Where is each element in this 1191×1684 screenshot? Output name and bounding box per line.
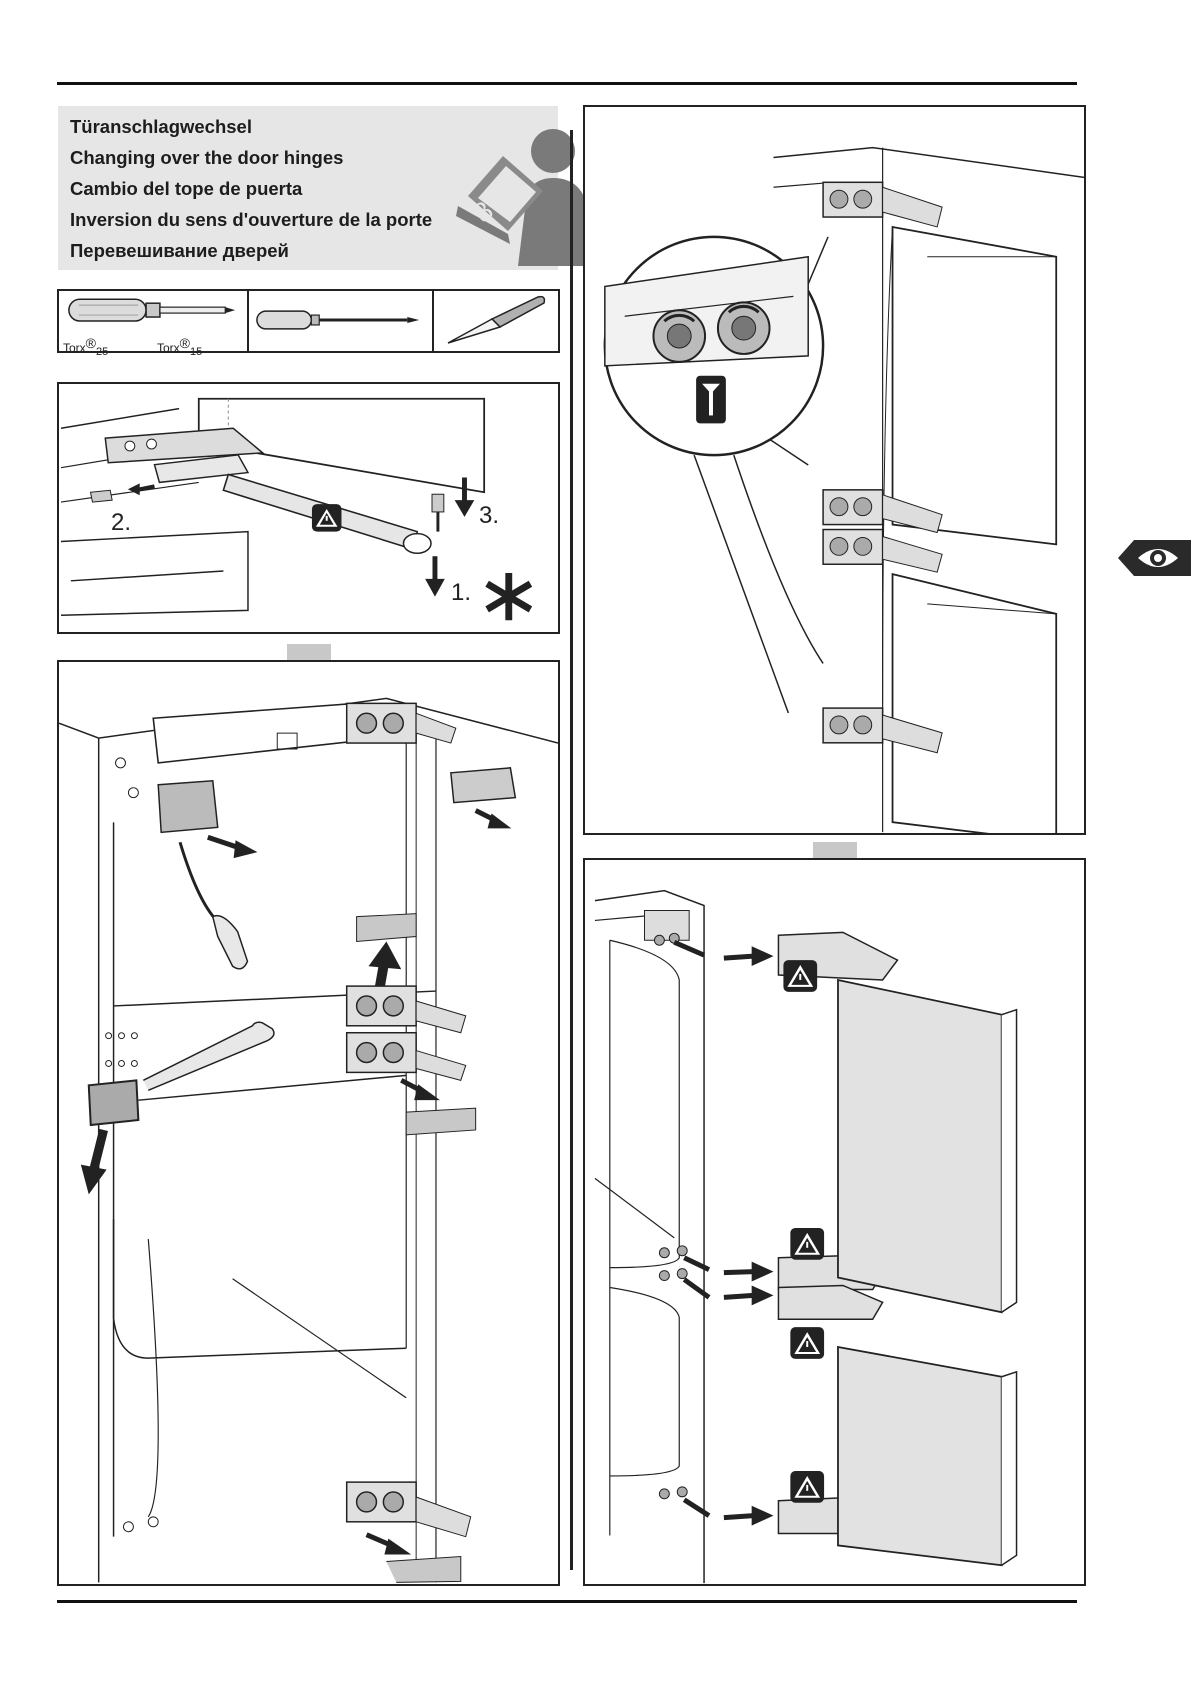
title-line-fr: Inversion du sens d'ouverture de la port… [70, 209, 433, 230]
top-rule [57, 82, 1077, 85]
torx-brand-1: Torx [63, 341, 86, 355]
hinge-group [822, 181, 943, 754]
screw-symbol-icon [696, 375, 726, 424]
tool-cell-torx: Torx®25 Torx®15 [59, 291, 249, 358]
title-line-es: Cambio del tope de puerta [70, 178, 303, 199]
torx-brand-2: Torx [157, 341, 180, 355]
flat-screwdriver-icon [256, 310, 420, 330]
title-line-ru: Перевешивание дверей [70, 240, 289, 261]
torx-reg-1: ® [85, 335, 96, 351]
step-1-label: 1. [451, 579, 472, 606]
warning-icon [311, 504, 342, 532]
panel-hinge-detail [583, 105, 1086, 835]
tool-cell-knife [434, 291, 558, 351]
screwdriver-icon [68, 298, 236, 322]
torx-reg-2: ® [179, 335, 190, 351]
step-3-label: 3. [479, 502, 500, 529]
arrows [673, 939, 754, 1521]
top-hinge [345, 702, 457, 744]
column-divider [570, 130, 573, 1570]
bottom-rule [57, 1600, 1077, 1603]
torx-25-label: Torx®25 [63, 335, 108, 358]
warning-icon [790, 1471, 825, 1503]
tools-row: Torx®25 Torx®15 [57, 289, 560, 358]
eye-tab [1118, 540, 1191, 576]
tool-cell-flat-screwdriver [249, 291, 434, 351]
eye-icon [1138, 549, 1178, 567]
panel-strut-removal: 1. 2. 3. [57, 382, 560, 634]
torx-size-1: 25 [96, 346, 109, 358]
asterisk-icon [485, 572, 533, 621]
warning-icon [790, 1227, 825, 1260]
torx-size-2: 15 [190, 346, 203, 358]
title-line-en: Changing over the door hinges [70, 147, 344, 168]
title-line-de: Türanschlagwechsel [70, 116, 252, 137]
knife-icon [447, 295, 546, 344]
hinge-covers-illustration [59, 697, 558, 1583]
torx-15-label: Torx®15 [157, 335, 202, 358]
reader-icon: 8 [456, 129, 598, 266]
strut-illustration [60, 397, 533, 621]
middle-hinges [345, 985, 467, 1081]
panel-hinge-removal [583, 858, 1086, 1586]
panel-hinge-covers [57, 660, 560, 1586]
title-box: Türanschlagwechsel Changing over the doo… [58, 106, 598, 270]
warning-icon [783, 960, 818, 992]
bottom-hinge [345, 1481, 472, 1538]
step-2-label: 2. [111, 509, 132, 536]
hinge-removal-illustration [594, 889, 1018, 1584]
hinge-detail-illustration [603, 146, 1084, 833]
warning-icon [790, 1327, 825, 1359]
